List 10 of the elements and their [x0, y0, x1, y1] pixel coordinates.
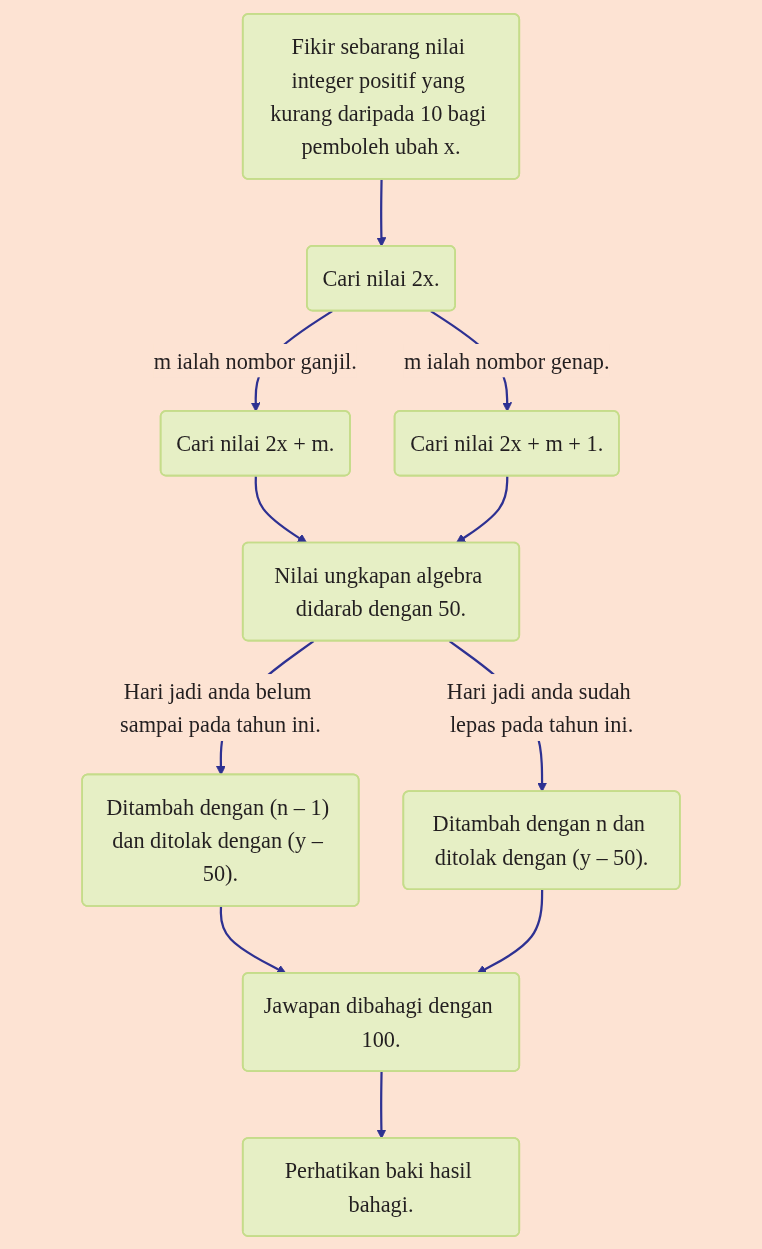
edge-label: Hari jadi anda sudah lepas pada tahun ini.: [446, 678, 634, 737]
arrow: [455, 475, 509, 543]
arrow: [376, 179, 387, 247]
arrow: [476, 889, 544, 974]
edge-label: m ialah nombor genap.: [403, 347, 610, 373]
edge-label: Hari jadi anda belum sampai pada tahun ini.: [120, 678, 321, 737]
arrow: [254, 475, 308, 543]
arrow: [376, 1071, 387, 1139]
arrow: [219, 906, 287, 974]
edge-label: m ialah nombor ganjil.: [153, 347, 357, 373]
